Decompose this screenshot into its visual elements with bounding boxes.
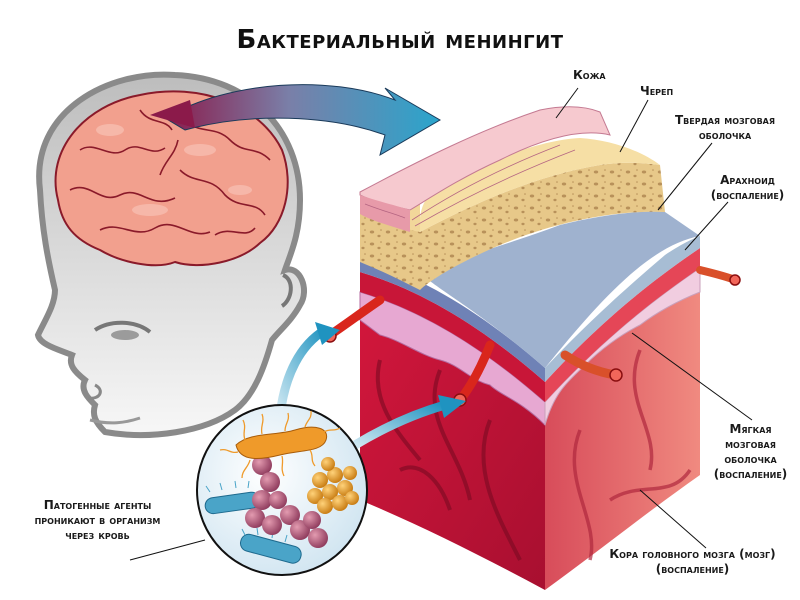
- label-dura-mater: Твердая мозговая оболочка: [660, 113, 790, 143]
- label-pathogens-line2: проникают в организм: [34, 513, 161, 527]
- label-cortex: Кора головного мозга (мозг) (воспаление): [590, 547, 795, 577]
- label-dura-line2: оболочка: [698, 128, 752, 142]
- meninges-cross-section: [323, 106, 741, 590]
- leader-lines: [129, 87, 753, 561]
- label-pathogens-line3: через кровь: [65, 528, 130, 542]
- label-pathogens-line1: Патогенные агенты: [43, 498, 152, 512]
- label-arachnoid-line1: Арахноид: [720, 173, 775, 187]
- label-cortex-line1: Кора головного мозга (мозг): [609, 547, 776, 561]
- label-pia-line4: (воспаление): [713, 467, 788, 481]
- diagram-title: Бактериальный менингит: [236, 25, 564, 55]
- zoom-arrow: [150, 84, 441, 157]
- label-cortex-line2: (воспаление): [655, 562, 730, 576]
- label-dura-line1: Твердая мозговая: [674, 113, 776, 127]
- infection-arrows: [275, 322, 466, 449]
- pathogens-magnified: [196, 404, 368, 576]
- label-arachnoid-line2: (воспаление): [710, 188, 785, 202]
- label-pathogens: Патогенные агенты проникают в организм ч…: [5, 498, 190, 543]
- label-pia-line1: Мягкая: [729, 422, 772, 436]
- label-skull: Череп: [640, 84, 674, 98]
- label-arachnoid: Арахноид (воспаление): [700, 173, 795, 203]
- label-skin: Кожа: [573, 68, 606, 82]
- label-pia-mater: Мягкая мозговая оболочка (воспаление): [703, 422, 798, 482]
- label-pia-line3: оболочка: [724, 452, 777, 466]
- brain: [54, 90, 289, 267]
- label-pia-line2: мозговая: [725, 437, 776, 451]
